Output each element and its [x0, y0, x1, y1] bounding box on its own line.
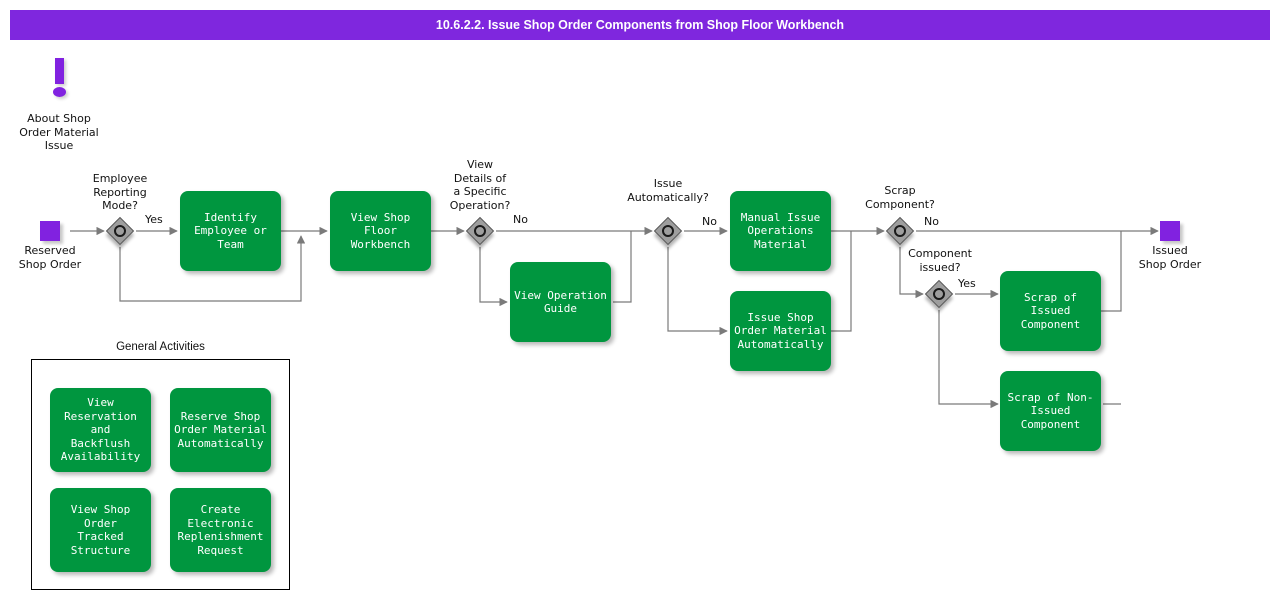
task-create-electronic-replenishment-request[interactable]: Create Electronic Replenishment Request: [170, 488, 271, 572]
task-view-shop-floor-workbench[interactable]: View Shop Floor Workbench: [330, 191, 431, 271]
gateway-label-employee-reporting-mode: Employee Reporting Mode?: [92, 172, 148, 212]
task-manual-issue-operations-material[interactable]: Manual Issue Operations Material: [730, 191, 831, 271]
edge-view-details-yes: [479, 247, 508, 307]
edge-label-no-issue-automatically: No: [702, 215, 717, 228]
task-identify-employee-or-team[interactable]: Identify Employee or Team: [180, 191, 281, 271]
task-view-operation-guide[interactable]: View Operation Guide: [510, 262, 611, 342]
exclamation-bar: [55, 58, 64, 84]
gateway-scrap-component[interactable]: [885, 216, 915, 246]
task-reserve-shop-order-material-automatically[interactable]: Reserve Shop Order Material Automaticall…: [170, 388, 271, 472]
page-title: 10.6.2.2. Issue Shop Order Components fr…: [435, 18, 845, 32]
task-issue-shop-order-material-automatically[interactable]: Issue Shop Order Material Automatically: [730, 291, 831, 371]
task-view-reservation-and-backflush-availability[interactable]: View Reservation and Backflush Availabil…: [50, 388, 151, 472]
edge-label-yes-identify-employee: Yes: [145, 213, 163, 226]
gateway-label-scrap-component: Scrap Component?: [865, 184, 935, 211]
inclusive-gateway-ring-icon: [114, 225, 126, 237]
gateway-label-issue-automatically: Issue Automatically?: [627, 177, 709, 204]
edge-operation-guide-merge: [613, 231, 632, 303]
task-scrap-of-non-issued-component[interactable]: Scrap of Non- Issued Component: [1000, 371, 1101, 451]
inclusive-gateway-ring-icon: [933, 288, 945, 300]
gateway-issue-automatically[interactable]: [653, 216, 683, 246]
inclusive-gateway-ring-icon: [894, 225, 906, 237]
exclamation-icon: [48, 58, 72, 98]
note-caption: About Shop Order Material Issue: [19, 112, 99, 152]
edge-issue-auto-yes: [667, 247, 728, 336]
start-event-caption: Reserved Shop Order: [18, 244, 82, 271]
gateway-view-details-of-a-specific-operation[interactable]: [465, 216, 495, 246]
edge-label-yes-component-issued: Yes: [958, 277, 976, 290]
end-event-issued-shop-order[interactable]: [1160, 221, 1180, 241]
edge-label-no-view-details: No: [513, 213, 528, 226]
edge-label-no-scrap-component: No: [924, 215, 939, 228]
inclusive-gateway-ring-icon: [474, 225, 486, 237]
gateway-component-issued[interactable]: [924, 279, 954, 309]
general-activities-title: General Activities: [116, 341, 205, 353]
exclamation-dot: [53, 87, 66, 97]
edge-component-issued-no: [938, 310, 999, 409]
page-title-bar: 10.6.2.2. Issue Shop Order Components fr…: [10, 10, 1270, 40]
end-event-caption: Issued Shop Order: [1138, 244, 1202, 271]
inclusive-gateway-ring-icon: [662, 225, 674, 237]
gateway-label-view-details-of-a-specific-operation: View Details of a Specific Operation?: [449, 158, 511, 212]
gateway-employee-reporting-mode[interactable]: [105, 216, 135, 246]
task-view-shop-order-tracked-structure[interactable]: View Shop Order Tracked Structure: [50, 488, 151, 572]
gateway-label-component-issued: Component issued?: [908, 247, 972, 274]
edge-auto-issue-merge: [831, 231, 852, 332]
start-event-reserved-shop-order[interactable]: [40, 221, 60, 241]
task-scrap-of-issued-component[interactable]: Scrap of Issued Component: [1000, 271, 1101, 351]
edge-scrap-issued-merge: [1100, 231, 1122, 312]
